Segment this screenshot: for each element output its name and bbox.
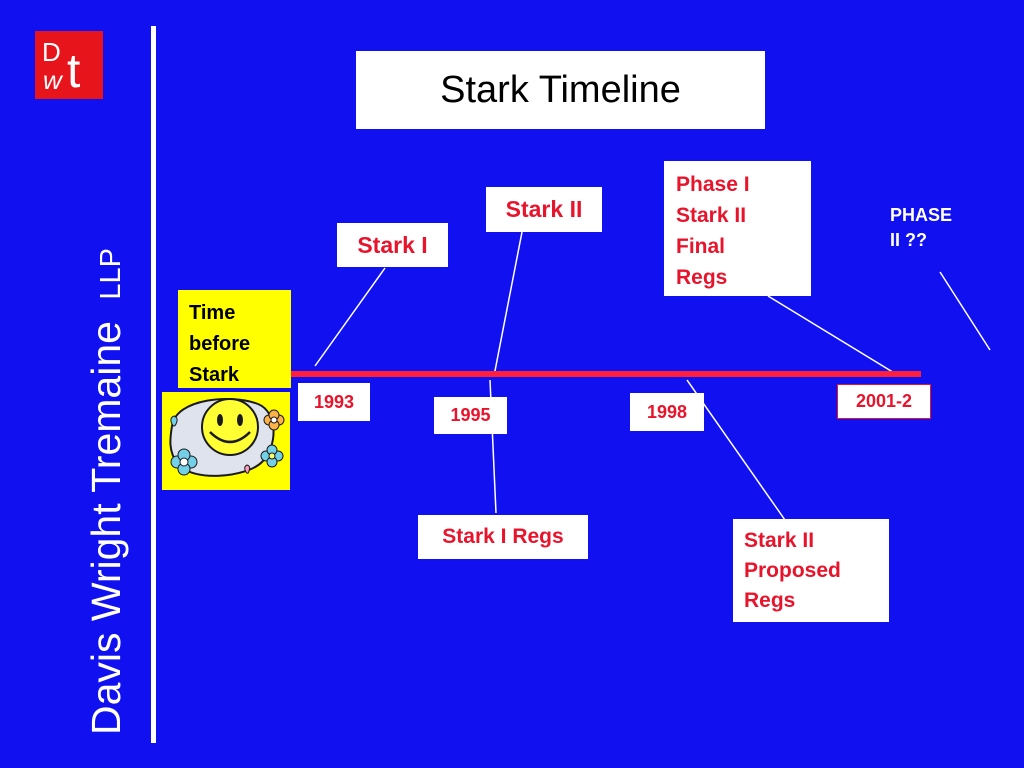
smiley-right-eye [237,414,243,426]
year-label-text: 1995 [450,405,491,425]
smiley-mouth [209,431,251,444]
timeline-bar [290,371,921,377]
event-stark-2-label: Stark II [505,196,583,222]
vertical-divider [151,26,156,743]
event-stark-2: Stark II [486,187,602,232]
year-label-text: 1998 [646,401,688,422]
event-stark-1-regs: Stark I Regs [418,515,588,559]
smiley-face-icon [201,398,259,456]
event-stark-2-proposed: Stark II Proposed Regs [733,519,889,622]
connector-phase-1 [767,295,897,375]
phase-2-note-line: II ?? [890,230,927,250]
smiley-left-eye [217,414,223,426]
event-phase-1-line: Final [676,235,726,258]
flower-icon [260,444,284,468]
smiley-image [162,392,290,490]
heart-icon [244,464,251,474]
time-before-stark-line: before [189,333,251,355]
time-before-stark-line: Stark [189,364,240,386]
event-phase-1-line: Stark II [676,204,747,227]
time-before-stark-line: Time [189,302,236,324]
event-stark-1-regs-label: Stark I Regs [442,525,564,548]
svg-text:Davis Wright Tremaine LL: Davis Wright Tremaine LLP [83,248,129,735]
connector-phase-2 [939,271,991,351]
time-before-stark-box: Time before Stark [178,290,291,388]
page-title-text: Stark Timeline [440,68,681,111]
event-stark-2-proposed-line: Regs [744,589,796,612]
year-label: 1998 [630,393,704,431]
year-label-text: 2001-2 [855,391,913,411]
logo-letter-w: w [43,65,64,95]
event-stark-2-proposed-line: Proposed [744,559,841,582]
logo-letter-d: D [42,37,61,67]
event-stark-1: Stark I [337,223,448,267]
flower-icon [263,409,285,431]
firm-name-text: Davis Wright Tremaine [83,321,129,735]
phase-2-note: PHASE II ?? [890,203,952,253]
connector-stark-2 [493,231,523,377]
event-stark-2-proposed-line: Stark II [744,529,815,552]
year-label: 2001-2 [837,384,931,419]
event-phase-1: Phase I Stark II Final Regs [664,161,811,296]
year-label: 1995 [434,397,507,434]
event-phase-1-line: Phase I [676,173,750,196]
firm-name: Davis Wright Tremaine LLP [83,248,129,735]
event-stark-1-label: Stark I [357,231,428,258]
flower-icon [170,448,198,476]
logo-letter-t: t [67,45,80,98]
dwt-logo: D w t [35,31,103,99]
year-label: 1993 [298,383,370,421]
year-label-text: 1993 [313,391,355,412]
firm-suffix: LLP [95,248,127,300]
page-title: Stark Timeline [356,51,765,129]
phase-2-note-line: PHASE [890,205,953,225]
connector-stark-1 [314,267,386,367]
event-phase-1-line: Regs [676,266,728,289]
heart-icon [170,415,178,427]
